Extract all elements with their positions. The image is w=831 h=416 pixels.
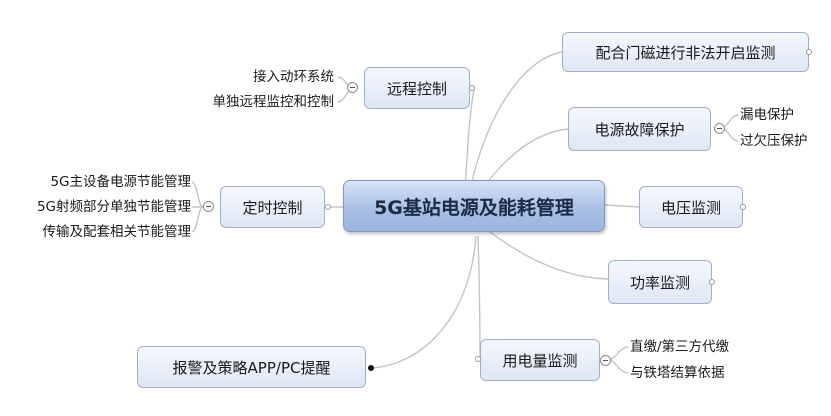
- branch-power-endcap: [709, 279, 715, 285]
- branch-alarm-app-pc[interactable]: 报警及策略APP/PC提醒: [137, 346, 366, 388]
- leaf-leakage-protection: 漏电保护: [740, 107, 794, 123]
- leaf-connect-env-system: 接入动环系统: [253, 69, 334, 85]
- branch-timer-endcap: [325, 204, 331, 210]
- connector-alarm: [371, 235, 477, 369]
- collapse-timer-icon[interactable]: [203, 201, 214, 212]
- leaf-tower-settlement-basis: 与铁塔结算依据: [630, 365, 725, 381]
- collapse-remote-icon[interactable]: [347, 82, 358, 93]
- branch-door-monitor[interactable]: 配合门磁进行非法开启监测: [562, 32, 809, 72]
- connector-door-monitor: [469, 51, 563, 191]
- branch-remote-endcap: [469, 85, 475, 91]
- leaf-direct-payment: 直缴/第三方代缴: [630, 339, 730, 355]
- branch-alarm-dot: [368, 365, 374, 371]
- collapse-energy-icon[interactable]: [600, 355, 611, 366]
- leaf-over-under-voltage-protection: 过欠压保护: [740, 133, 808, 149]
- leaf-5g-main-equipment-energy: 5G主设备电源节能管理: [50, 174, 191, 190]
- connector-voltage: [604, 204, 640, 208]
- connector-power: [489, 231, 609, 280]
- branch-door-monitor-endcap: [806, 49, 812, 55]
- branch-power-monitor[interactable]: 功率监测: [608, 260, 712, 304]
- branch-voltage-endcap: [740, 204, 746, 210]
- branch-power-fault[interactable]: 电源故障保护: [568, 107, 711, 151]
- connector-remote: [464, 89, 475, 191]
- branch-voltage-monitor[interactable]: 电压监测: [639, 186, 743, 228]
- connector-energy: [477, 235, 481, 360]
- connector-power-fault: [479, 128, 569, 193]
- branch-energy-monitor[interactable]: 用电量监测: [480, 339, 600, 381]
- branch-energy-endcap: [475, 356, 481, 362]
- branch-remote-control[interactable]: 远程控制: [364, 67, 470, 109]
- leaf-standalone-remote-control: 单独远程监控和控制: [212, 94, 335, 110]
- central-topic[interactable]: 5G基站电源及能耗管理: [343, 180, 605, 232]
- leaf-5g-rf-energy: 5G射频部分单独节能管理: [36, 199, 191, 215]
- collapse-power-fault-icon[interactable]: [714, 123, 725, 134]
- branch-timer-control[interactable]: 定时控制: [220, 186, 325, 228]
- leaf-transmission-energy: 传输及配套相关节能管理: [42, 224, 192, 240]
